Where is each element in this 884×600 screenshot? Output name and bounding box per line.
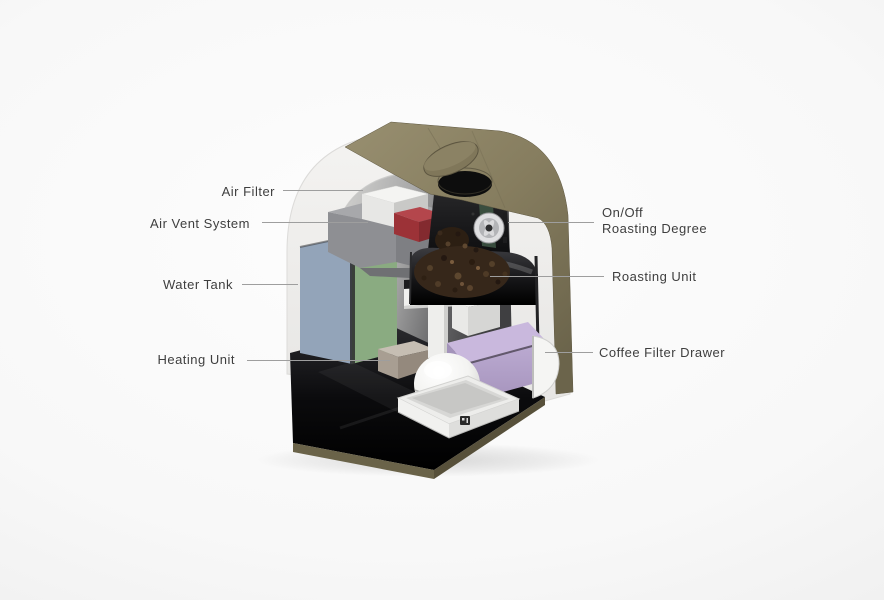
wood-top-panel [344, 121, 574, 395]
base-wood-edge-left [293, 443, 434, 479]
hopper-lid [423, 141, 479, 177]
air-vent-leader-line [262, 222, 368, 223]
drip-tray [396, 375, 521, 439]
drawer-front [532, 335, 560, 399]
label-air-vent-system: Air Vent System [150, 216, 250, 231]
label-water-tank: Water Tank [162, 277, 233, 292]
water-tank-leader-line [242, 284, 298, 285]
coffee-filter-drawer-leader-line [545, 352, 593, 353]
label-roasting-unit: Roasting Unit [612, 269, 697, 284]
label-on-off-line1: On/Off [602, 205, 644, 220]
frame-edge-right [534, 255, 540, 346]
label-coffee-filter-drawer: Coffee Filter Drawer [599, 345, 726, 360]
control-knob [471, 212, 507, 244]
coffee-beans [414, 227, 510, 298]
water-tank-blue-face [300, 236, 352, 364]
heating-unit-leader-line [247, 360, 390, 361]
bean-hopper-hole [438, 171, 492, 197]
label-heating-unit: Heating Unit [157, 352, 235, 367]
roasting-unit-leader-line [490, 276, 604, 277]
label-air-filter: Air Filter [221, 184, 275, 199]
frame-edge-left [409, 251, 412, 305]
water-tank-seam [350, 236, 355, 365]
tray-badge [460, 416, 470, 425]
on-off-leader-line [508, 222, 594, 223]
base-wood-edge-right [434, 397, 545, 479]
drawer-top-face [447, 322, 547, 364]
air-filter-leader-line [283, 190, 363, 191]
label-on-off-roasting-degree: On/Off Roasting Degree [602, 205, 707, 237]
label-on-off-line2: Roasting Degree [602, 221, 708, 236]
heating-unit-box [378, 341, 434, 379]
shelf-post [428, 297, 444, 358]
